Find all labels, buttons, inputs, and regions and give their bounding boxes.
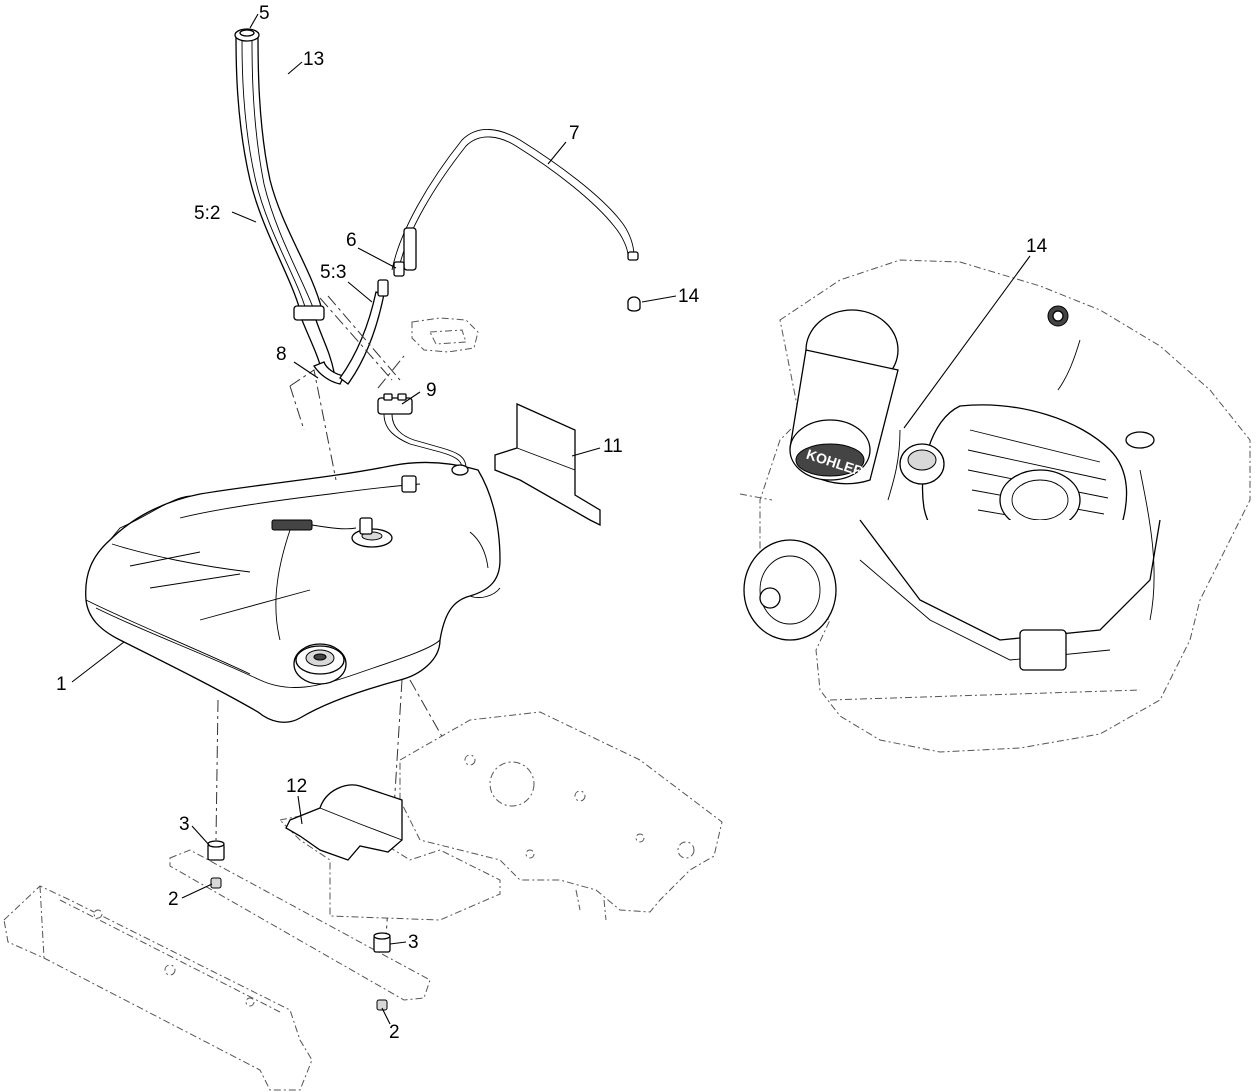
callout-label-14-engine: 14 [1026,236,1048,257]
callout-label-5-3: 5:3 [320,262,346,283]
callout-label-11: 11 [603,436,623,457]
callout-label-5-2: 5:2 [194,203,220,224]
callout-label-2-left: 2 [168,889,179,910]
callout-label-2-right: 2 [389,1022,400,1043]
callout-leaders [71,13,1031,1025]
callout-label-7: 7 [569,123,580,144]
callout-label-8: 8 [276,344,287,365]
callout-label-3-left: 3 [179,814,190,835]
callout-labels: 5 13 5:2 6 5:3 7 14 8 9 11 1 12 3 2 3 2 … [56,3,1048,1043]
heat-shield [494,402,601,527]
hose-clamp-fitting [377,393,467,469]
engine-assembly: KOHLER [739,259,1251,753]
callout-label-3-right: 3 [408,932,419,953]
shield-plate [285,784,403,861]
filler-neck-hose [234,28,345,385]
callout-label-5: 5 [259,3,270,24]
callout-label-6: 6 [346,230,357,251]
frame-plate [399,711,723,921]
vent-hose [339,279,389,385]
isolator-mount-right [373,932,391,1011]
isolator-mount-left [207,840,225,889]
vent-tube [391,129,639,277]
callout-label-9: 9 [426,380,437,401]
fuel-tank [85,461,501,723]
callout-label-14-left: 14 [678,286,700,307]
callout-label-1: 1 [56,674,67,695]
callout-label-12: 12 [286,776,307,797]
vent-plug [627,296,641,312]
cross-rail [3,849,431,1091]
hose-bracket [411,317,479,353]
callout-label-13: 13 [303,49,324,70]
